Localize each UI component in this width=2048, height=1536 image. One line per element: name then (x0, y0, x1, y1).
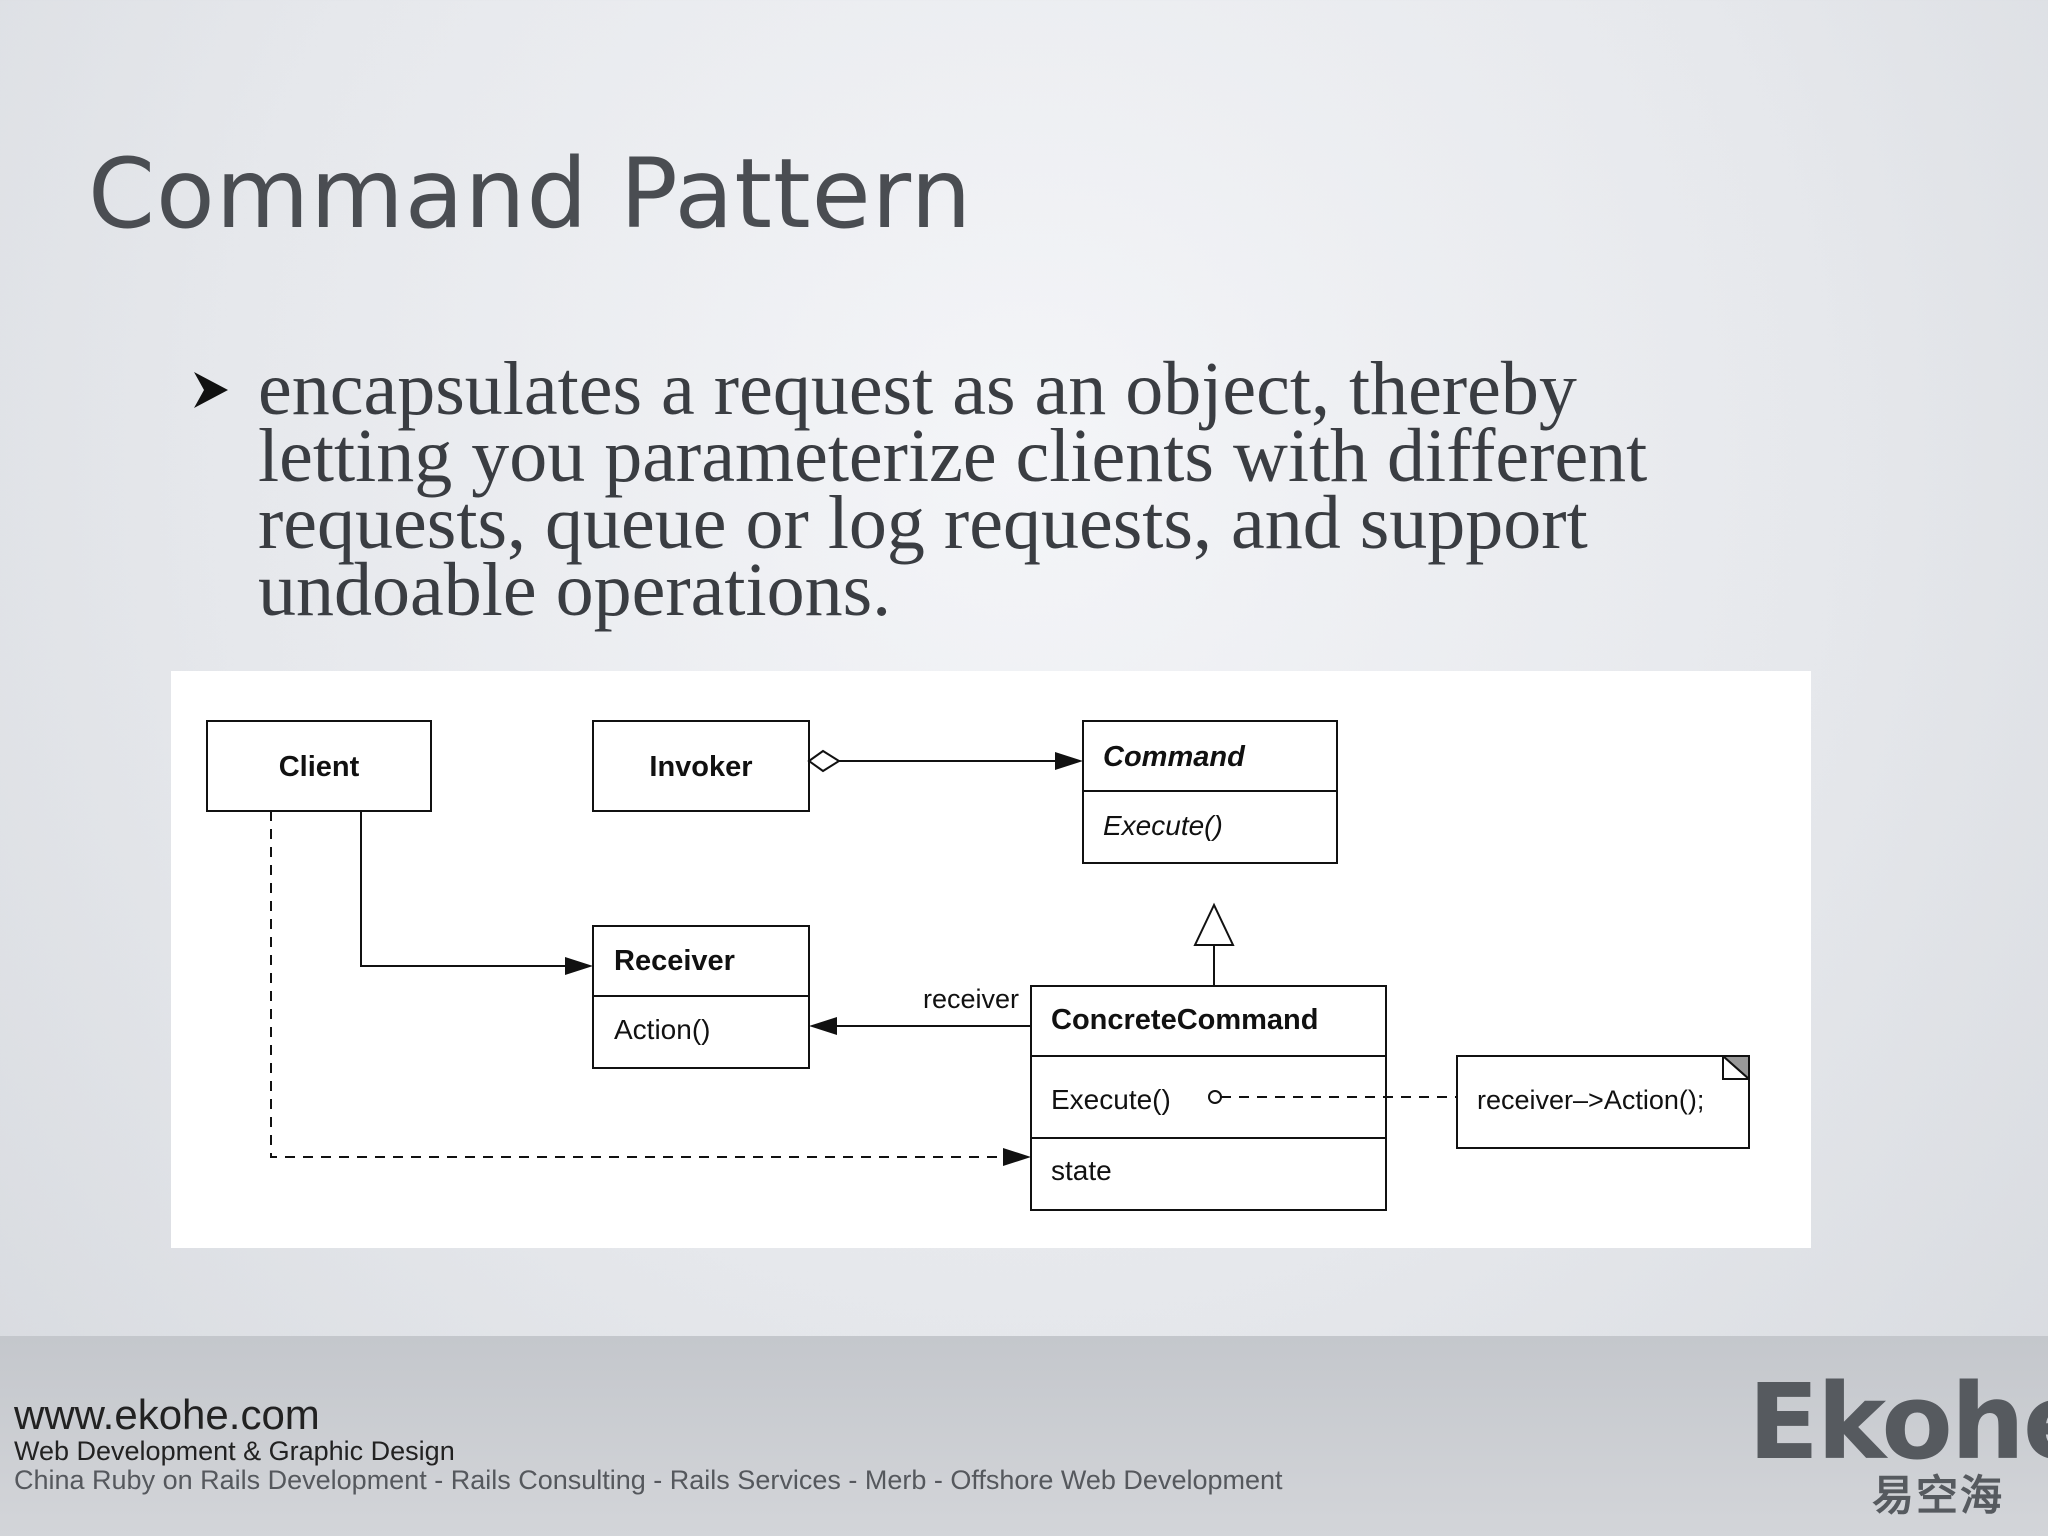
receiver-role-label: receiver (923, 984, 1019, 1014)
association-concrete-receiver (809, 1017, 1031, 1035)
note-text: receiver–>Action(); (1477, 1085, 1704, 1115)
client-box (206, 720, 432, 812)
uml-diagram: Client Invoker Command Execute() Receive… (171, 671, 1811, 1248)
command-execute-label: Execute() (1103, 810, 1223, 841)
client-label: Client (279, 751, 360, 783)
footer-tagline: Web Development & Graphic Design (14, 1436, 455, 1466)
receiver-label: Receiver (614, 945, 735, 977)
concrete-execute-label: Execute() (1051, 1084, 1171, 1115)
footer-bar: www.ekohe.com Web Development & Graphic … (0, 1336, 2048, 1536)
state-label: state (1051, 1155, 1112, 1186)
receiver-action-label: Action() (614, 1014, 710, 1045)
slide-title: Command Pattern (88, 138, 973, 250)
note-link (1208, 1090, 1457, 1104)
note-box (1456, 1055, 1750, 1149)
invoker-box (592, 720, 810, 812)
arrow-bullet-icon (194, 372, 228, 408)
bullet-text: encapsulates a request as an object, the… (258, 347, 1648, 632)
ekohe-logo: Ekohe 易空海 (1748, 1361, 2048, 1520)
invoker-label: Invoker (649, 751, 752, 783)
aggregation-invoker-command (807, 749, 1083, 773)
footer-services: China Ruby on Rails Development - Rails … (14, 1465, 1283, 1495)
association-client-receiver (360, 811, 593, 975)
footer-url: www.ekohe.com (14, 1391, 320, 1438)
logo-chinese: 易空海 (1871, 1471, 2004, 1520)
dependency-client-concrete (270, 811, 1031, 1166)
note-corner (1720, 1055, 1750, 1082)
uml-diagram-canvas: Client Invoker Command Execute() Receive… (206, 720, 1750, 1211)
logo-wordmark: Ekohe (1748, 1361, 2048, 1483)
concrete-command-label: ConcreteCommand (1051, 1004, 1319, 1036)
inheritance-arrow (1193, 902, 1235, 986)
command-label: Command (1103, 741, 1246, 773)
